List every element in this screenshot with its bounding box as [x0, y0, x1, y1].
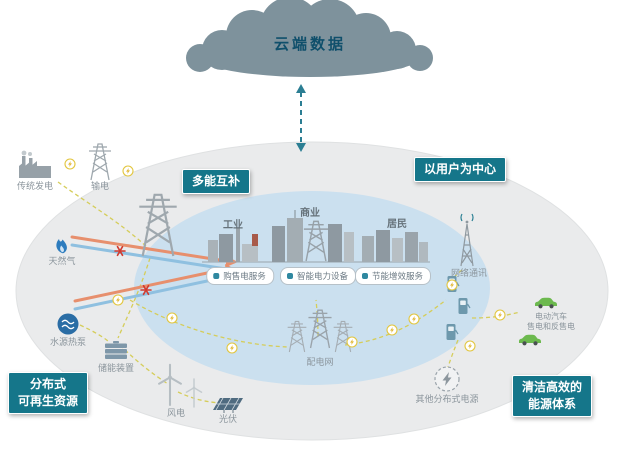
natural-gas-flame-icon — [56, 239, 67, 254]
callout-clean-line2: 能源体系 — [528, 396, 577, 411]
label-ev-line1: 电动汽车 — [535, 312, 567, 321]
city-skyline — [202, 210, 430, 263]
service-chip-efficiency: 节能增效服务 — [354, 267, 432, 285]
service-chip-label: 智能电力设备 — [296, 272, 349, 282]
energy-dashed-links — [57, 181, 521, 404]
sector-industry: 工业 — [223, 220, 243, 231]
inner-ellipse — [134, 191, 490, 385]
callout-clean-line1: 清洁高效的 — [522, 380, 583, 394]
pv-panel-icon — [213, 397, 243, 413]
label-pv: 光伏 — [218, 415, 238, 425]
label-distribution-grid: 配电网 — [306, 358, 334, 368]
label-traditional-gen: 传统发电 — [16, 182, 54, 192]
service-chip-label: 购售电服务 — [223, 272, 266, 282]
label-storage: 储能装置 — [97, 364, 135, 374]
cloud-link-arrow — [296, 84, 306, 152]
label-other-distributed: 其他分布式电源 — [415, 395, 479, 405]
transmission-tower-icon — [88, 143, 112, 181]
water-heat-pump-icon — [57, 313, 79, 335]
cloud-shape — [186, 0, 433, 77]
service-chip-label: 节能增效服务 — [371, 272, 424, 282]
network-comm-antenna-icon — [460, 213, 474, 267]
callout-multi-energy: 多能互补 — [182, 169, 251, 194]
traditional-generation-icon — [19, 150, 51, 178]
service-icon — [213, 273, 220, 279]
storage-device-icon — [105, 341, 127, 359]
label-water-heat-pump: 水源热泵 — [49, 338, 87, 348]
callout-distributed-line2: 可再生资源 — [18, 393, 79, 408]
cloud-title: 云端数据 — [273, 35, 347, 53]
label-transmission: 输电 — [90, 182, 110, 192]
sector-residents: 居民 — [387, 219, 407, 230]
label-wind: 风电 — [166, 409, 186, 419]
callout-user-centric: 以用户为中心 — [414, 157, 507, 182]
callout-distributed-line1: 分布式 — [30, 377, 67, 391]
service-chip-trading: 购售电服务 — [206, 267, 274, 285]
callout-distributed: 分布式 可再生资源 — [8, 372, 89, 414]
service-icon — [286, 273, 293, 279]
sector-commerce: 商业 — [300, 208, 320, 219]
label-natural-gas: 天然气 — [48, 257, 76, 267]
service-chip-smart-equipment: 智能电力设备 — [279, 267, 357, 285]
label-network-comm: 网络通讯 — [450, 269, 488, 279]
service-icon — [361, 273, 368, 279]
label-ev-line2: 售电和反售电 — [527, 322, 575, 331]
other-distributed-source-icon — [434, 366, 460, 392]
callout-clean-efficient: 清洁高效的 能源体系 — [512, 375, 593, 417]
